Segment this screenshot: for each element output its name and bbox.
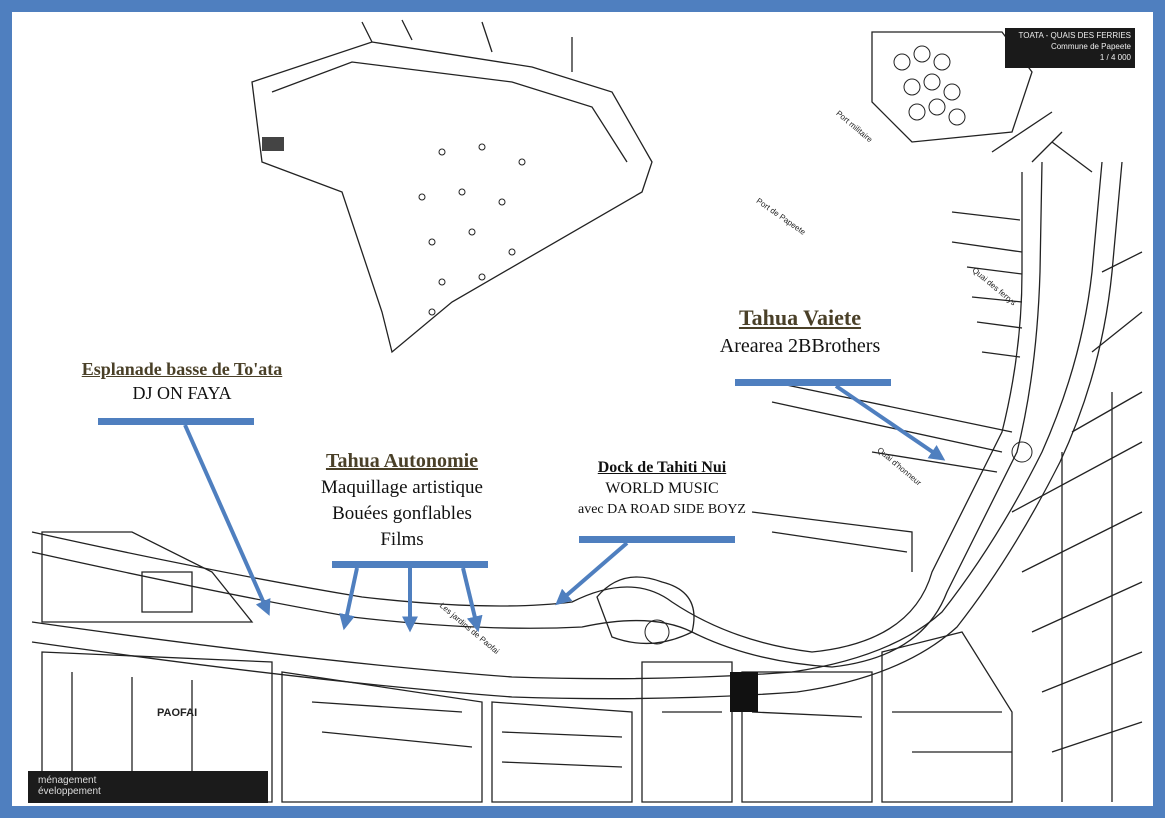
callout-bar-autonomie	[332, 561, 488, 568]
arrow-autonomie-1	[339, 567, 359, 631]
credit-block: ménagement éveloppement	[28, 771, 268, 803]
callout-bar-dock	[579, 536, 735, 543]
callout-dock: Dock de Tahiti Nui WORLD MUSIC avec DA R…	[532, 458, 792, 520]
callout-arrows	[183, 384, 946, 633]
map-sheet-scale: 1 / 4 000	[1099, 53, 1131, 62]
callout-vaiete-title: Tahua Vaiete	[738, 305, 862, 330]
callout-esplanade-title: Esplanade basse de To'ata	[81, 359, 283, 379]
callout-bar-esplanade	[98, 418, 254, 425]
arrow-esplanade	[183, 424, 271, 616]
callout-dock-line-1: WORLD MUSIC	[605, 480, 719, 497]
callout-dock-line-2: avec DA ROAD SIDE BOYZ	[578, 502, 746, 517]
arrow-dock	[555, 541, 629, 606]
callout-dock-title: Dock de Tahiti Nui	[597, 459, 727, 476]
map-sheet-subtitle: Commune de Papeete	[1050, 42, 1131, 51]
callout-autonomie-line-2: Bouées gonflables	[332, 503, 472, 524]
callout-autonomie: Tahua Autonomie Maquillage artistique Bo…	[272, 449, 532, 555]
callout-autonomie-line-3: Films	[380, 529, 424, 550]
credit-line-1: ménagement	[38, 775, 97, 786]
callout-esplanade-line-1: DJ ON FAYA	[132, 383, 232, 403]
callout-autonomie-title: Tahua Autonomie	[325, 450, 479, 472]
arrow-vaiete	[834, 384, 946, 461]
map-canvas[interactable]: Port de Papeete Quai des ferrys Quai d'h…	[12, 12, 1153, 806]
callout-esplanade: Esplanade basse de To'ata DJ ON FAYA	[42, 358, 322, 406]
callout-autonomie-line-1: Maquillage artistique	[321, 477, 483, 498]
callout-vaiete: Tahua Vaiete Arearea 2BBrothers	[670, 304, 930, 360]
credit-line-2: éveloppement	[38, 786, 101, 797]
map-sheet-title-block: TOATA - QUAIS DES FERRIES Commune de Pap…	[1005, 28, 1135, 68]
map-linework	[31, 19, 1143, 803]
map-sheet-title: TOATA - QUAIS DES FERRIES	[1018, 31, 1131, 40]
map-label-paofai: PAOFAI	[157, 707, 198, 719]
callout-bar-vaiete	[735, 379, 891, 386]
callout-vaiete-line-1: Arearea 2BBrothers	[719, 335, 881, 357]
arrow-autonomie-3	[461, 567, 483, 633]
